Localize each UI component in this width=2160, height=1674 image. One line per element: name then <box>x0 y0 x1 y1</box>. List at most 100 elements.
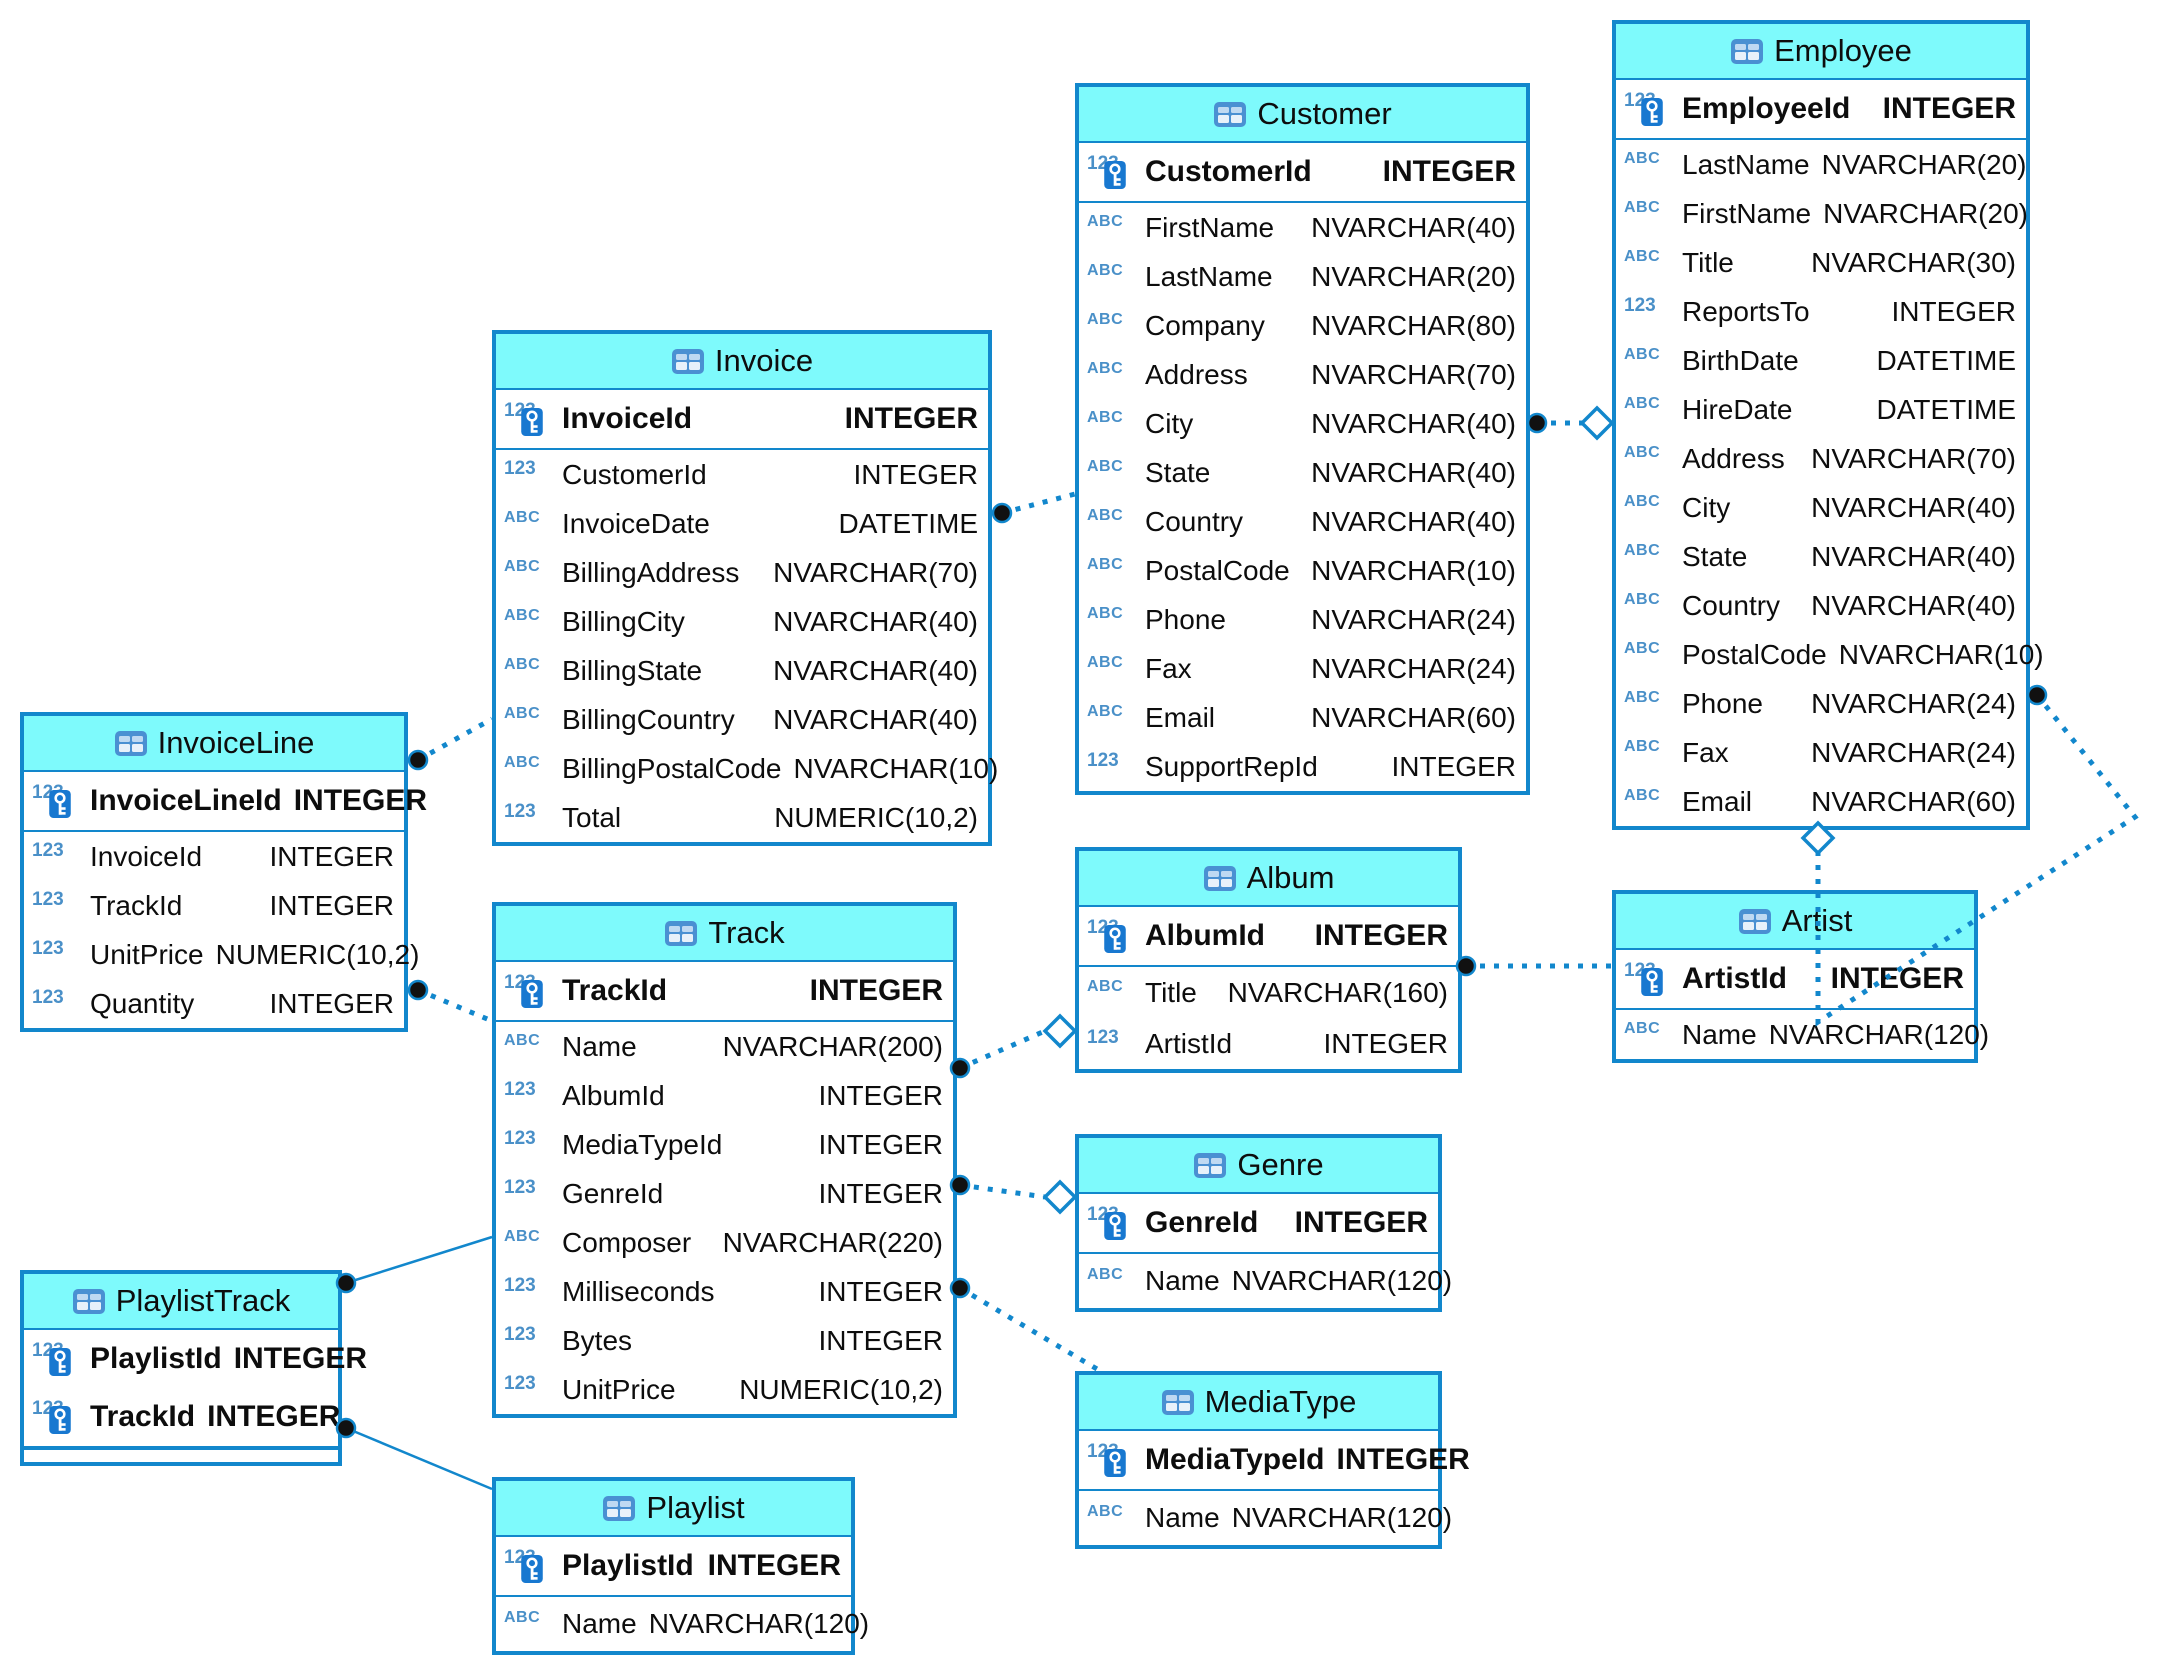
relationship-diamond-marker <box>1579 405 1615 441</box>
relationship-track-album[interactable] <box>959 1028 1046 1071</box>
table-header[interactable]: Employee <box>1616 24 2026 80</box>
relationship-track-genre[interactable] <box>959 1182 1046 1200</box>
relationship-playlisttrack-track[interactable] <box>345 1235 493 1285</box>
table-header[interactable]: MediaType <box>1079 1375 1438 1431</box>
field-type: NVARCHAR(40) <box>773 654 978 686</box>
table-header[interactable]: Customer <box>1079 87 1526 143</box>
table-header[interactable]: Artist <box>1616 894 1974 950</box>
relationship-invoiceline-invoice[interactable] <box>416 716 494 763</box>
table-header[interactable]: Album <box>1079 851 1458 907</box>
table-header[interactable]: PlaylistTrack <box>24 1274 338 1330</box>
relationship-invoice-customer[interactable] <box>1001 491 1076 516</box>
table-header[interactable]: Genre <box>1079 1138 1438 1194</box>
table-header[interactable]: Track <box>496 906 953 962</box>
field-type: INTEGER <box>818 1079 943 1111</box>
relationship-invoiceline-track[interactable] <box>417 987 493 1024</box>
field-type: NVARCHAR(40) <box>1811 589 2016 621</box>
field-type: NVARCHAR(220) <box>722 1226 943 1258</box>
table-header[interactable]: Playlist <box>496 1481 851 1537</box>
table-header[interactable]: Invoice <box>496 334 988 390</box>
table-header[interactable]: InvoiceLine <box>24 716 404 772</box>
field-name: Address <box>1145 358 1248 390</box>
relationship-playlisttrack-playlist[interactable] <box>345 1426 493 1491</box>
field-name: TrackId <box>90 889 183 921</box>
